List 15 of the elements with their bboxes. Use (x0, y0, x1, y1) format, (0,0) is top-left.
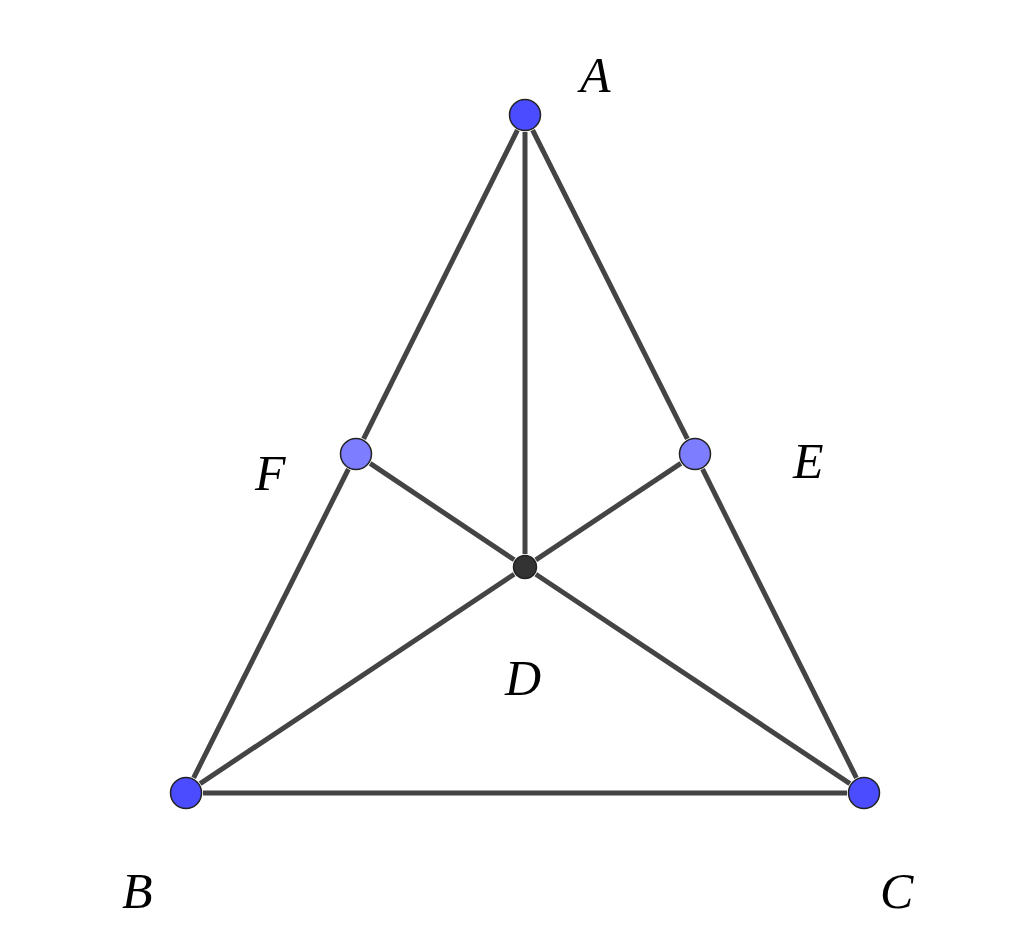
point-label: F (255, 448, 286, 498)
line-segment (700, 468, 859, 779)
line-segment (361, 129, 520, 440)
line-segment (368, 461, 516, 562)
line-segment (534, 461, 683, 562)
line-segment (534, 572, 852, 786)
line-segment (198, 572, 516, 786)
line-segment (530, 129, 690, 440)
line-segment (203, 790, 847, 796)
line-segment (191, 468, 351, 779)
point-label: C (880, 866, 914, 916)
point-label: B (122, 866, 153, 916)
point-label: D (505, 653, 542, 703)
line-segment (522, 132, 528, 554)
point-label: E (793, 436, 824, 486)
